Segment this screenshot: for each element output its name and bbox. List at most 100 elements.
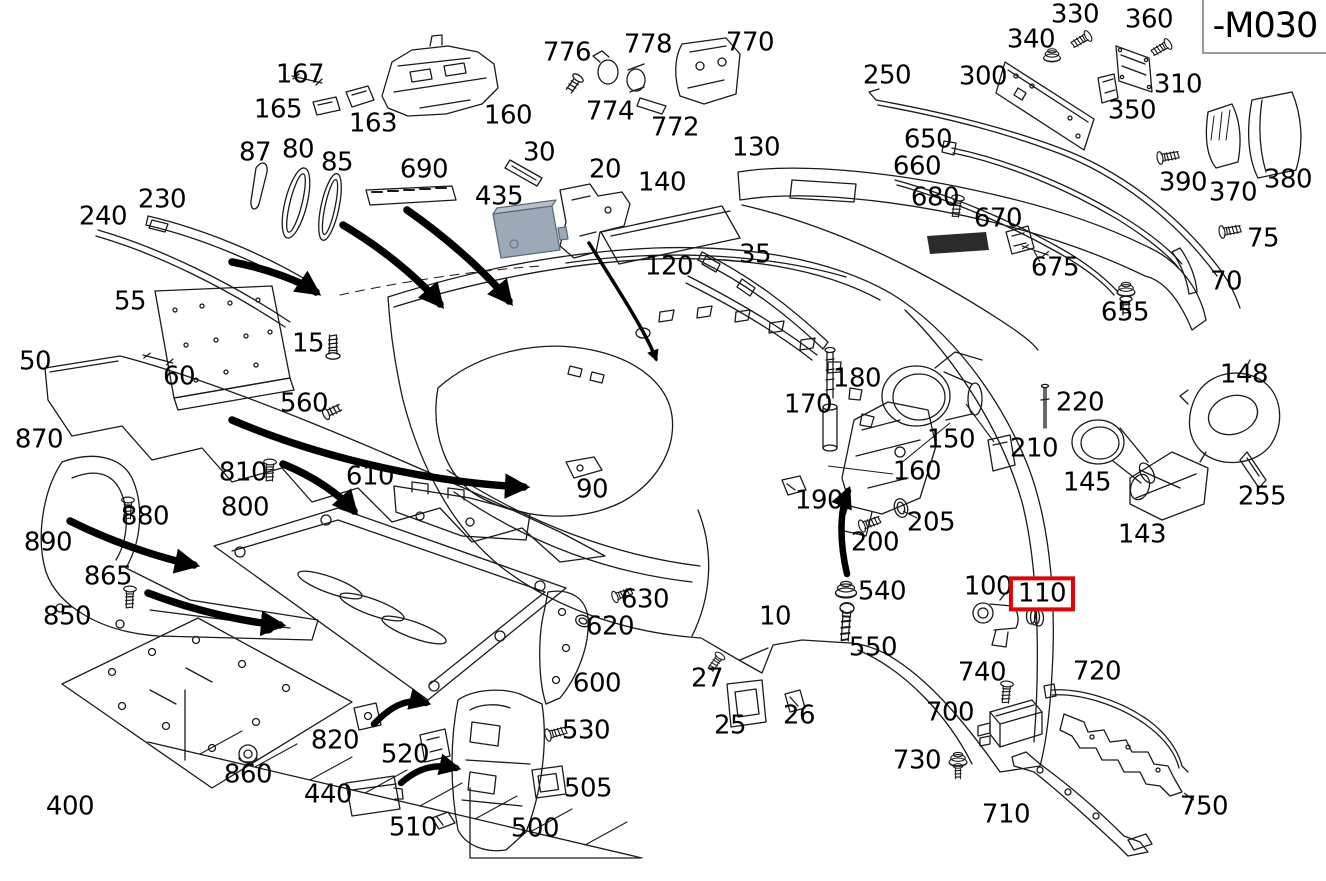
part-callout-340[interactable]: 340 [1006,24,1056,55]
part-callout-860[interactable]: 860 [223,759,273,790]
part-callout-600[interactable]: 600 [572,668,622,699]
part-callout-540[interactable]: 540 [857,576,907,607]
part-callout-145[interactable]: 145 [1062,467,1112,498]
part-callout-770[interactable]: 770 [725,27,775,58]
part-callout-90[interactable]: 90 [575,474,609,505]
part-callout-500[interactable]: 500 [510,813,560,844]
part-callout-620[interactable]: 620 [585,611,635,642]
part-callout-240[interactable]: 240 [78,201,128,232]
part-callout-70[interactable]: 70 [1209,266,1243,297]
part-callout-20[interactable]: 20 [588,154,622,185]
part-callout-360[interactable]: 360 [1124,4,1174,35]
drawing-washer-620 [575,614,591,628]
part-callout-865[interactable]: 865 [83,561,133,592]
part-callout-440[interactable]: 440 [303,779,353,810]
part-callout-180[interactable]: 180 [832,363,882,394]
part-callout-55[interactable]: 55 [113,286,147,317]
part-callout-850[interactable]: 850 [42,601,92,632]
part-callout-26[interactable]: 26 [782,700,816,731]
part-callout-690[interactable]: 690 [399,154,449,185]
part-callout-710[interactable]: 710 [981,799,1031,830]
part-callout-650[interactable]: 650 [903,124,953,155]
part-callout-560[interactable]: 560 [279,388,329,419]
part-callout-163[interactable]: 163 [348,108,398,139]
part-callout-210[interactable]: 210 [1009,433,1059,464]
drawing-clip-350 [1097,73,1119,104]
part-callout-880[interactable]: 880 [120,501,170,532]
part-callout-655[interactable]: 655 [1100,297,1150,328]
drawing-diffuser-50 [44,355,606,563]
part-callout-205[interactable]: 205 [906,507,956,538]
part-callout-110[interactable]: 110 [1008,576,1076,612]
part-callout-870[interactable]: 870 [14,424,64,455]
part-callout-140[interactable]: 140 [637,167,687,198]
part-callout-380[interactable]: 380 [1263,164,1313,195]
part-callout-772[interactable]: 772 [650,112,700,143]
part-callout-148[interactable]: 148 [1219,359,1269,390]
part-callout-160[interactable]: 160 [483,100,533,131]
part-callout-30[interactable]: 30 [522,137,556,168]
part-callout-330[interactable]: 330 [1050,0,1100,30]
part-callout-255[interactable]: 255 [1237,481,1287,512]
part-callout-165[interactable]: 165 [253,94,303,125]
part-callout-160[interactable]: 160 [892,456,942,487]
part-callout-120[interactable]: 120 [644,251,694,282]
part-callout-75[interactable]: 75 [1246,223,1280,254]
part-callout-778[interactable]: 778 [623,29,673,60]
part-callout-190[interactable]: 190 [794,485,844,516]
part-callout-776[interactable]: 776 [542,37,592,68]
part-callout-230[interactable]: 230 [137,184,187,215]
part-callout-100[interactable]: 100 [963,571,1013,602]
part-callout-750[interactable]: 750 [1179,791,1229,822]
drawing-bracket-600 [539,590,589,705]
part-callout-167[interactable]: 167 [275,59,325,90]
part-callout-130[interactable]: 130 [731,132,781,163]
part-callout-170[interactable]: 170 [783,389,833,420]
part-callout-87[interactable]: 87 [238,137,272,168]
part-callout-400[interactable]: 400 [45,791,95,822]
part-callout-200[interactable]: 200 [850,527,900,558]
part-callout-435[interactable]: 435 [474,181,524,212]
part-callout-800[interactable]: 800 [220,492,270,523]
part-callout-15[interactable]: 15 [291,328,325,359]
part-callout-680[interactable]: 680 [910,182,960,213]
part-callout-630[interactable]: 630 [620,584,670,615]
part-callout-530[interactable]: 530 [561,715,611,746]
part-callout-700[interactable]: 700 [925,697,975,728]
part-callout-25[interactable]: 25 [713,710,747,741]
part-callout-27[interactable]: 27 [690,663,724,694]
part-callout-610[interactable]: 610 [345,461,395,492]
part-callout-390[interactable]: 390 [1158,167,1208,198]
part-callout-660[interactable]: 660 [892,151,942,182]
part-callout-505[interactable]: 505 [563,773,613,804]
part-callout-740[interactable]: 740 [957,657,1007,688]
part-callout-85[interactable]: 85 [320,147,354,178]
part-callout-250[interactable]: 250 [862,60,912,91]
part-callout-220[interactable]: 220 [1055,387,1105,418]
part-callout-550[interactable]: 550 [848,632,898,663]
part-callout-774[interactable]: 774 [585,96,635,127]
part-callout-810[interactable]: 810 [218,457,268,488]
drawing-trim-strip-660 [894,179,1119,296]
part-callout-510[interactable]: 510 [388,812,438,843]
part-callout-670[interactable]: 670 [973,203,1023,234]
part-callout-80[interactable]: 80 [281,134,315,165]
part-callout-35[interactable]: 35 [738,239,772,270]
part-callout-820[interactable]: 820 [310,725,360,756]
part-callout-150[interactable]: 150 [926,424,976,455]
part-callout-350[interactable]: 350 [1107,95,1157,126]
part-callout-520[interactable]: 520 [380,739,430,770]
part-callout-300[interactable]: 300 [958,61,1008,92]
part-callout-370[interactable]: 370 [1208,177,1258,208]
part-callout-143[interactable]: 143 [1117,519,1167,550]
part-callout-730[interactable]: 730 [892,745,942,776]
part-callout-310[interactable]: 310 [1153,69,1203,100]
part-callout-890[interactable]: 890 [23,527,73,558]
part-callout-60[interactable]: 60 [162,361,196,392]
part-callout-720[interactable]: 720 [1072,656,1122,687]
part-callout-10[interactable]: 10 [758,601,792,632]
drawing-clip-190 [781,475,807,496]
drawing-tip-cover-143 [1129,451,1209,521]
part-callout-50[interactable]: 50 [18,346,52,377]
part-callout-675[interactable]: 675 [1030,252,1080,283]
